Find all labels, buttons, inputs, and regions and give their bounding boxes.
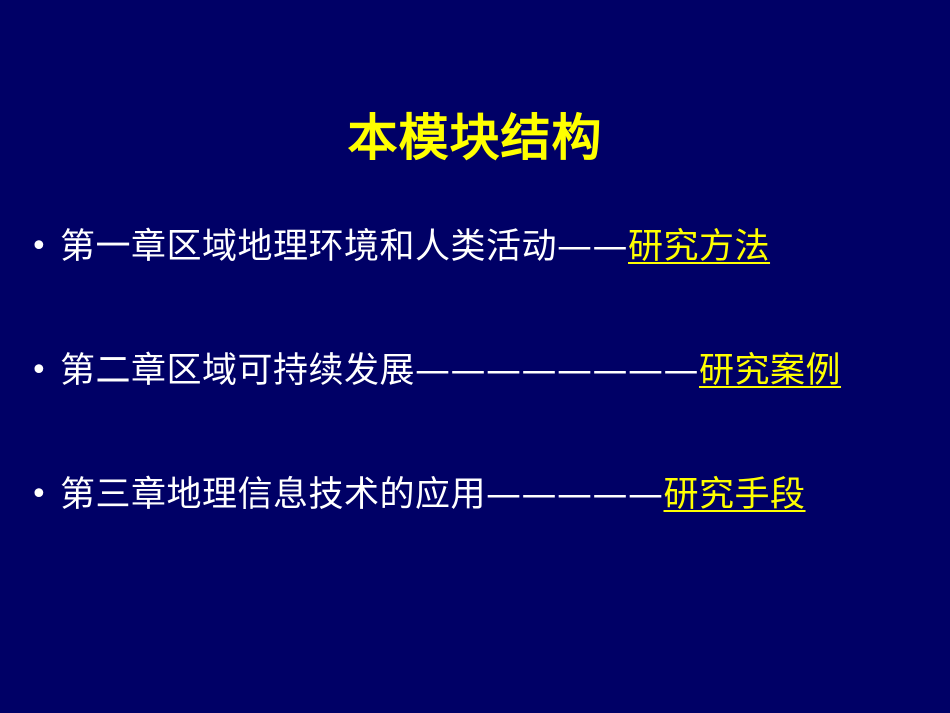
bullet-item-chapter-3: • 第三章地理信息技术的应用————— 研究手段: [30, 470, 806, 520]
research-case-link[interactable]: 研究案例: [699, 351, 842, 391]
bullet-text: 第三章地理信息技术的应用—————: [60, 475, 664, 515]
bullet-icon: •: [30, 229, 48, 264]
research-method-link[interactable]: 研究方法: [628, 227, 771, 267]
bullet-icon: •: [30, 477, 48, 512]
bullet-item-chapter-1: • 第一章区域地理环境和人类活动—— 研究方法: [30, 222, 770, 272]
bullet-item-chapter-2: • 第二章区域可持续发展———————— 研究案例: [30, 346, 841, 396]
slide-title: 本模块结构: [347, 109, 603, 167]
bullet-text: 第二章区域可持续发展————————: [60, 351, 700, 391]
bullet-text: 第一章区域地理环境和人类活动——: [60, 227, 629, 267]
bullet-icon: •: [30, 353, 48, 388]
research-means-link[interactable]: 研究手段: [663, 475, 806, 515]
